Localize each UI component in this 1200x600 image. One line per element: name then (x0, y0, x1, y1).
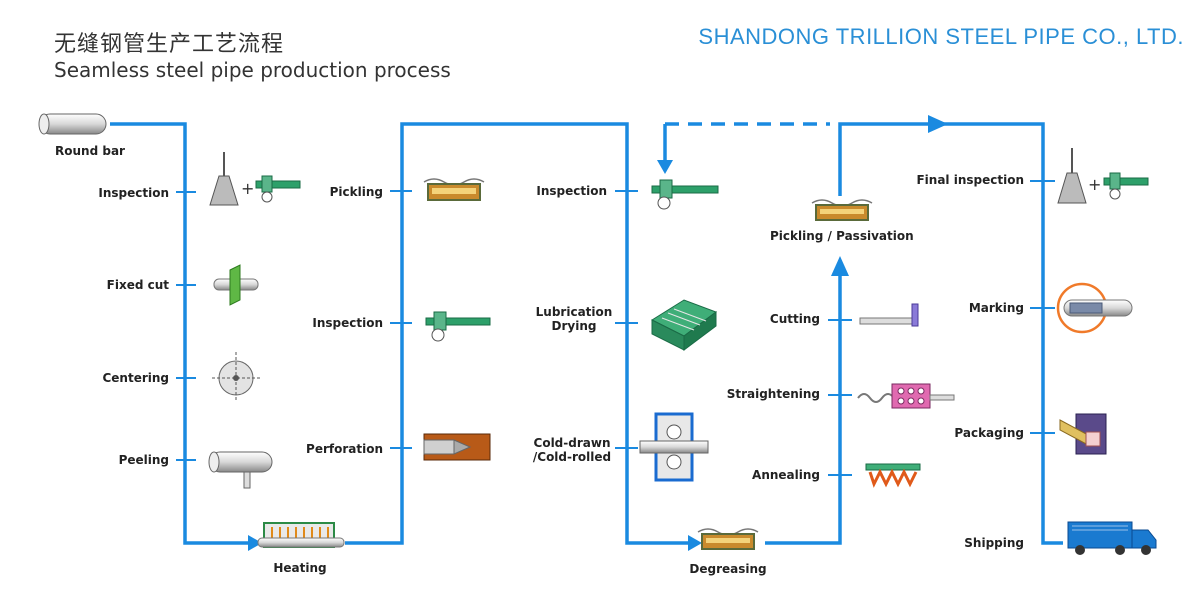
label-annealing: Annealing (752, 468, 820, 482)
label-centering: Centering (102, 371, 169, 385)
flow-arrowheads (248, 115, 948, 551)
flow-lines (110, 122, 1063, 545)
arrow-down-dashed (657, 160, 673, 174)
arrow-up-col4 (831, 256, 849, 276)
label-packaging: Packaging (954, 426, 1024, 440)
label-lubrication-line2: Drying (551, 319, 597, 333)
page-title-cn: 无缝钢管生产工艺流程 (54, 32, 285, 57)
caliper-icon (425, 311, 491, 342)
label-pickling: Pickling (329, 185, 383, 199)
drying-rack-icon (650, 299, 718, 351)
label-cold-drawn-line2: /Cold-rolled (532, 450, 612, 464)
flow-line-col4-up (765, 262, 842, 545)
round-bar-icon (38, 113, 107, 135)
label-inspection-1: Inspection (98, 186, 169, 200)
label-lubrication: Lubrication Drying (530, 305, 618, 333)
label-final-inspection: Final inspection (916, 173, 1024, 187)
label-lubrication-line1: Lubrication (535, 305, 613, 319)
peeling-icon (208, 451, 273, 489)
label-heating: Heating (273, 561, 327, 575)
label-round-bar: Round bar (55, 144, 125, 158)
svg-text:+: + (241, 179, 254, 198)
annealing-icon (865, 463, 921, 488)
passivation-tank-icon (811, 199, 873, 221)
centering-icon (212, 352, 262, 402)
degreasing-tank-icon (697, 528, 759, 550)
label-degreasing: Degreasing (689, 562, 767, 576)
label-straightening: Straightening (726, 387, 820, 401)
truck-icon (1067, 521, 1157, 555)
flask-caliper-icon-2: + (1057, 148, 1149, 204)
caliper-icon-2 (651, 179, 719, 210)
label-fixed-cut: Fixed cut (106, 278, 169, 292)
label-peeling: Peeling (118, 453, 169, 467)
marking-icon (1056, 282, 1133, 334)
page-title-en: Seamless steel pipe production process (54, 58, 451, 82)
arrow-to-degreasing (688, 535, 702, 551)
flow-line-col1 (110, 122, 250, 545)
label-cold-drawn-line1: Cold-drawn (533, 436, 611, 450)
flask-caliper-icon: + (209, 152, 301, 206)
label-cutting: Cutting (769, 312, 820, 326)
label-inspection-3: Inspection (536, 184, 607, 198)
flow-line-col5 (935, 122, 1063, 545)
flow-line-col2-col3 (345, 122, 690, 545)
label-shipping: Shipping (964, 536, 1024, 550)
label-pickling-passivation: Pickling / Passivation (770, 229, 914, 243)
flow-line-col4-top (838, 122, 935, 196)
label-cold-drawn: Cold-drawn /Cold-rolled (526, 436, 618, 464)
label-inspection-2: Inspection (312, 316, 383, 330)
fixed-cut-icon (213, 264, 259, 306)
pickling-tank-icon (423, 178, 485, 201)
straightening-icon (857, 383, 955, 409)
label-marking: Marking (968, 301, 1024, 315)
label-perforation: Perforation (306, 442, 383, 456)
company-name: SHANDONG TRILLION STEEL PIPE CO., LTD. (698, 24, 1184, 49)
connector-ticks (176, 180, 1055, 476)
arrow-to-col5 (928, 115, 948, 133)
perforation-icon (423, 433, 491, 461)
packaging-icon (1059, 413, 1107, 455)
furnace-icon (257, 522, 345, 548)
cutting-icon (859, 303, 919, 327)
arrow-to-heating (248, 535, 262, 551)
cold-drawing-icon (639, 412, 709, 482)
svg-text:+: + (1088, 175, 1101, 194)
